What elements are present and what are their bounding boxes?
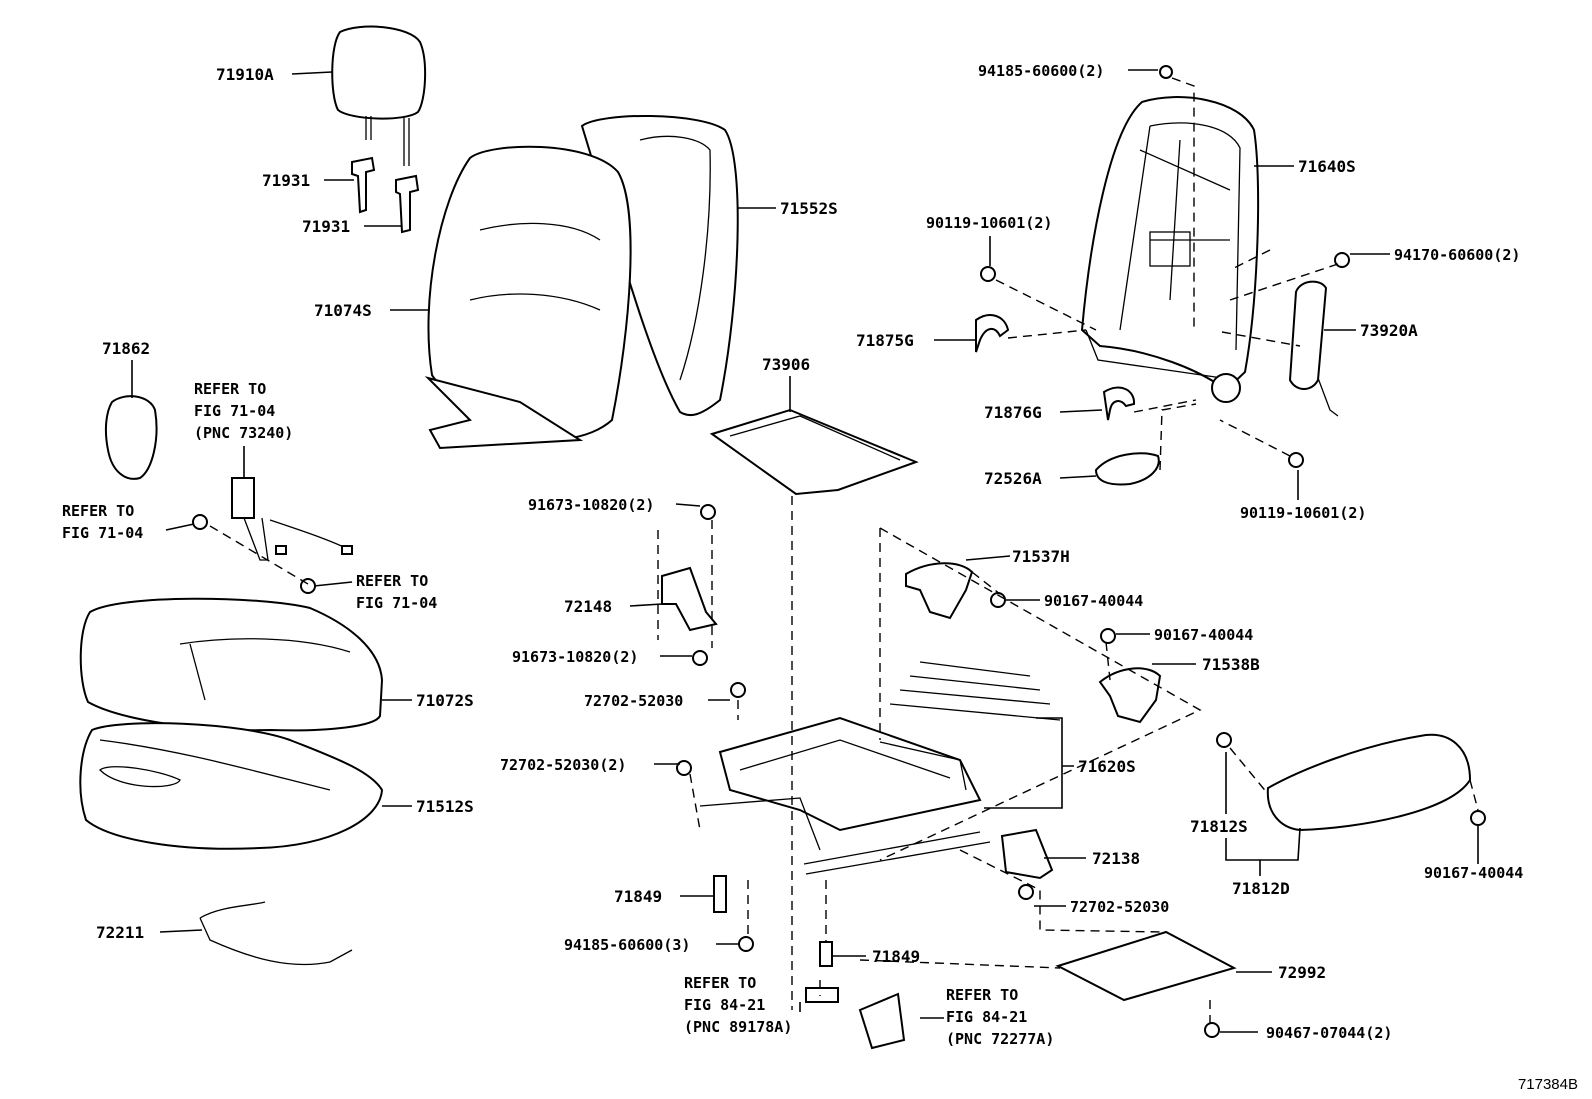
refer-note-4-line3: (PNC 89178A): [684, 1018, 792, 1036]
callout-91673-10820-2-b: 91673-10820(2): [512, 648, 638, 666]
refer-note-5-line1: REFER TO: [946, 986, 1018, 1004]
seat-belt-buckle-part: [231, 477, 353, 561]
callout-71931-b: 71931: [302, 217, 350, 236]
callout-72702-52030-2: 72702-52030(2): [500, 756, 626, 774]
callout-71538B: 71538B: [1202, 655, 1260, 674]
plate-72992-part: [1055, 930, 1237, 1002]
seat-cushion-cover-part: [79, 722, 384, 850]
wire-72211-part: [199, 901, 353, 966]
seat-cushion-pad-part: [79, 597, 384, 732]
refer-note-1-line1: REFER TO: [194, 380, 266, 398]
callout-71876G: 71876G: [984, 403, 1042, 422]
callout-72702-52030-a: 72702-52030: [584, 692, 683, 710]
callout-72138: 72138: [1092, 849, 1140, 868]
callout-71812D: 71812D: [1232, 879, 1290, 898]
refer-note-5-line3: (PNC 72277A): [946, 1030, 1054, 1048]
callout-90119-10601-2-b: 90119-10601(2): [1240, 504, 1366, 522]
callout-90167-40044-c: 90167-40044: [1424, 864, 1523, 882]
refer-note-1-line3: (PNC 73240): [194, 424, 293, 442]
fastener-icons: [192, 65, 1486, 1038]
callout-72702-52030-c: 72702-52030: [1070, 898, 1169, 916]
headrest-support-part: [351, 156, 420, 234]
refer-note-4-line1: REFER TO: [684, 974, 756, 992]
drawing-id: 717384B: [1517, 1076, 1578, 1093]
callout-71074S: 71074S: [314, 301, 372, 320]
connector-part: [805, 987, 839, 1003]
callout-71537H: 71537H: [1012, 547, 1070, 566]
bracket-72148-part: [661, 566, 718, 632]
refer-note-4-line2: FIG 84-21: [684, 996, 765, 1014]
side-shield-71812d-part: [1266, 733, 1472, 832]
callout-94185-60600-3: 94185-60600(3): [564, 936, 690, 954]
refer-note-3-line2: FIG 71-04: [356, 594, 437, 612]
callout-72992: 72992: [1278, 963, 1326, 982]
callout-90167-40044-a: 90167-40044: [1044, 592, 1143, 610]
cover-72138-part: [1000, 828, 1054, 880]
callout-90467-07044-2: 90467-07044(2): [1266, 1024, 1392, 1042]
refer-note-5-line2: FIG 84-21: [946, 1008, 1027, 1026]
callout-71512S: 71512S: [416, 797, 474, 816]
recliner-cover-72526a-part: [1094, 452, 1160, 486]
seatback-cover-part: [424, 114, 739, 450]
hinge-cover-71876g-part: [1102, 386, 1136, 421]
callout-labels: 71910A 71931 71931 71552S 71074S 71862 9…: [96, 62, 1523, 1042]
callout-71640S: 71640S: [1298, 157, 1356, 176]
seatback-frame-part: [1080, 96, 1260, 403]
hinge-cover-71875g-part: [975, 314, 1010, 353]
callout-71849-a: 71849: [614, 887, 662, 906]
callout-72526A: 72526A: [984, 469, 1042, 488]
callout-71931-a: 71931: [262, 171, 310, 190]
callout-94170-60600-2: 94170-60600(2): [1394, 246, 1520, 264]
callout-72211: 72211: [96, 923, 144, 942]
callout-71875G: 71875G: [856, 331, 914, 350]
bezel-71862-part: [104, 395, 158, 480]
refer-note-2-line2: FIG 71-04: [62, 524, 143, 542]
refer-note-2-line1: REFER TO: [62, 502, 134, 520]
callout-73920A: 73920A: [1360, 321, 1418, 340]
switch-part: [858, 992, 906, 1050]
callout-71072S: 71072S: [416, 691, 474, 710]
leader-lines: [131, 69, 1479, 1033]
callout-71620S: 71620S: [1078, 757, 1136, 776]
dashed-alignment-lines: [209, 77, 1479, 1024]
shield-71537h-part: [905, 562, 974, 620]
callout-94185-60600-2-top: 94185-60600(2): [978, 62, 1104, 80]
refer-note-1-line2: FIG 71-04: [194, 402, 275, 420]
refer-note-3-line1: REFER TO: [356, 572, 428, 590]
callout-90167-40044-b: 90167-40044: [1154, 626, 1253, 644]
side-airbag-73920a-part: [1288, 280, 1328, 390]
callout-91673-10820-2-a: 91673-10820(2): [528, 496, 654, 514]
callout-71552S: 71552S: [780, 199, 838, 218]
callout-71849-b: 71849: [872, 947, 920, 966]
callout-72148: 72148: [564, 597, 612, 616]
callout-73906: 73906: [762, 355, 810, 374]
headrest-part: [331, 25, 427, 166]
shield-71538b-part: [1098, 667, 1162, 724]
callout-90119-10601-2-a: 90119-10601(2): [926, 214, 1052, 232]
seat-pan-73906-part: [709, 408, 919, 496]
callout-71910A: 71910A: [216, 65, 274, 84]
callout-71862: 71862: [102, 339, 150, 358]
seat-frame-71620s-part: [699, 661, 1061, 875]
callout-71812S: 71812S: [1190, 817, 1248, 836]
refer-to-notes: REFER TO FIG 71-04 (PNC 73240) REFER TO …: [62, 380, 1054, 1048]
